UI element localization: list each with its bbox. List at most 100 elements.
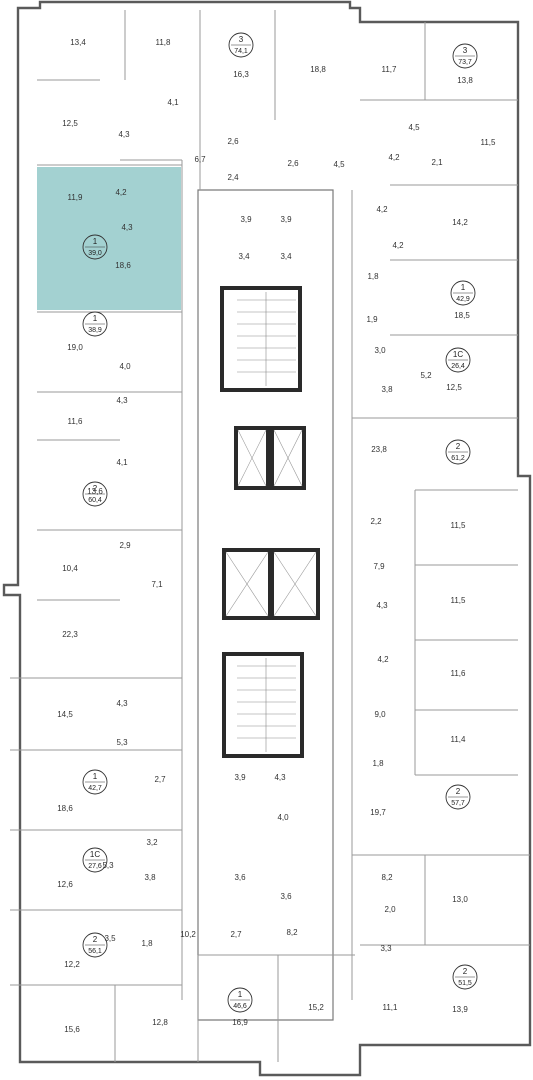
room-area-label: 11,1 xyxy=(383,1003,399,1012)
room-area-label: 8,2 xyxy=(286,928,298,937)
apartment-badge-apt-1-selected[interactable]: 139,0 xyxy=(82,234,108,260)
room-area-label: 13,9 xyxy=(452,1005,468,1014)
room-area-label: 2,7 xyxy=(230,930,242,939)
apartment-total-area: 74,1 xyxy=(234,48,248,55)
apartment-total-area: 42,7 xyxy=(88,785,102,792)
room-area-label: 15,2 xyxy=(308,1003,324,1012)
room-area-label: 3,4 xyxy=(238,252,250,261)
room-area-label: 3,5 xyxy=(104,934,116,943)
room-area-label: 18,6 xyxy=(115,261,131,270)
room-area-label: 2,6 xyxy=(287,159,299,168)
apartment-room-count: 2 xyxy=(456,442,461,451)
room-area-label: 2,2 xyxy=(370,517,382,526)
apartment-room-count: 1С xyxy=(90,850,100,859)
apartment-room-count: 1С xyxy=(453,350,463,359)
room-area-label: 3,8 xyxy=(144,873,156,882)
room-area-label: 7,9 xyxy=(373,562,385,571)
corridor-outline xyxy=(197,189,334,1021)
room-area-label: 12,8 xyxy=(152,1018,168,1027)
apartment-badge-apt-2-right-57-7[interactable]: 257,7 xyxy=(445,784,471,810)
room-area-label: 2,0 xyxy=(384,905,396,914)
room-area-label: 2,7 xyxy=(154,775,166,784)
apartment-badge-apt-2-left-60-4[interactable]: 260,4 xyxy=(82,481,108,507)
apartment-badge-apt-1-bottom-46-6[interactable]: 146,6 xyxy=(227,987,253,1013)
room-area-label: 5,2 xyxy=(420,371,432,380)
apartment-badge-circle xyxy=(82,234,108,260)
room-area-label: 4,3 xyxy=(121,223,133,232)
room-area-label: 4,3 xyxy=(376,601,388,610)
room-area-label: 4,2 xyxy=(376,205,388,214)
room-area-label: 10,4 xyxy=(62,564,78,573)
apartment-total-area: 51,5 xyxy=(458,980,472,987)
apartment-badge-apt-2-left-56-1[interactable]: 256,1 xyxy=(82,932,108,958)
room-area-label: 11,5 xyxy=(451,596,467,605)
apartment-total-area: 56,1 xyxy=(88,948,102,955)
room-area-label: 4,1 xyxy=(116,458,128,467)
room-area-label: 4,1 xyxy=(167,98,179,107)
room-area-label: 11,5 xyxy=(481,138,497,147)
apartment-badge-apt-1c-right-26-4[interactable]: 1С 26,4 xyxy=(445,347,471,373)
room-area-label: 12,5 xyxy=(446,383,462,392)
room-area-label: 11,4 xyxy=(451,735,467,744)
room-area-label: 1,9 xyxy=(366,315,378,324)
apartment-badge-apt-2-right-51-5[interactable]: 251,5 xyxy=(452,964,478,990)
room-area-label: 1,8 xyxy=(367,272,379,281)
apartment-room-count: 2 xyxy=(463,967,468,976)
room-area-label: 19,7 xyxy=(370,808,386,817)
apartment-total-area: 38,9 xyxy=(88,327,102,334)
room-area-label: 13,8 xyxy=(457,76,473,85)
room-area-label: 5,3 xyxy=(116,738,128,747)
room-area-label: 12,5 xyxy=(62,119,78,128)
apartment-room-count: 3 xyxy=(463,46,468,55)
room-area-label: 3,8 xyxy=(381,385,393,394)
room-area-label: 13,0 xyxy=(452,895,468,904)
room-area-label: 14,2 xyxy=(452,218,468,227)
left-partitions xyxy=(10,10,276,1062)
room-area-label: 12,2 xyxy=(64,960,80,969)
right-partitions xyxy=(351,22,530,1000)
room-area-label: 10,2 xyxy=(180,930,196,939)
apartment-room-count: 2 xyxy=(93,484,98,493)
room-area-label: 7,1 xyxy=(151,580,163,589)
room-area-label: 11,8 xyxy=(156,38,172,47)
room-area-label: 4,5 xyxy=(408,123,420,132)
selected-apartment-fill[interactable] xyxy=(37,167,181,310)
apartment-badge-apt-2-right-61-2[interactable]: 261,2 xyxy=(445,439,471,465)
apartment-badge-apt-1-left-42-7[interactable]: 142,7 xyxy=(82,769,108,795)
room-area-label: 18,5 xyxy=(454,311,470,320)
room-area-label: 8,2 xyxy=(381,873,393,882)
apartment-total-area: 61,2 xyxy=(451,455,465,462)
apartment-room-count: 1 xyxy=(93,237,98,246)
elevator-2 xyxy=(270,426,306,490)
room-area-label: 3,9 xyxy=(240,215,252,224)
room-area-label: 3,2 xyxy=(146,838,158,847)
elevator-4 xyxy=(270,548,320,620)
room-area-label: 4,3 xyxy=(274,773,286,782)
room-area-label: 3,9 xyxy=(234,773,246,782)
room-area-label: 4,0 xyxy=(119,362,131,371)
room-area-label: 19,0 xyxy=(67,343,83,352)
apartment-total-area: 57,7 xyxy=(451,800,465,807)
room-area-label: 3,3 xyxy=(380,944,392,953)
room-area-label: 4,3 xyxy=(116,396,128,405)
room-area-label: 4,2 xyxy=(115,188,127,197)
apartment-total-area: 60,4 xyxy=(88,497,102,504)
apartment-total-area: 73,7 xyxy=(458,59,472,66)
apartment-total-area: 39,0 xyxy=(88,250,102,257)
apartment-badge-apt-3-top-left[interactable]: 374,1 xyxy=(228,32,254,58)
room-area-label: 4,0 xyxy=(277,813,289,822)
room-area-label: 4,5 xyxy=(333,160,345,169)
apartment-badge-apt-1-left-38-9[interactable]: 138,9 xyxy=(82,311,108,337)
apartment-badge-apt-1-right-42-9[interactable]: 142,9 xyxy=(450,280,476,306)
stair-bottom xyxy=(222,652,304,758)
apartment-room-count: 3 xyxy=(239,35,244,44)
room-area-label: 15,6 xyxy=(64,1025,80,1034)
room-area-label: 5,3 xyxy=(102,861,114,870)
apartment-badge-apt-3-top-right[interactable]: 373,7 xyxy=(452,43,478,69)
room-area-label: 18,6 xyxy=(57,804,73,813)
room-area-label: 1,8 xyxy=(141,939,153,948)
apartment-total-area: 26,4 xyxy=(451,363,465,370)
